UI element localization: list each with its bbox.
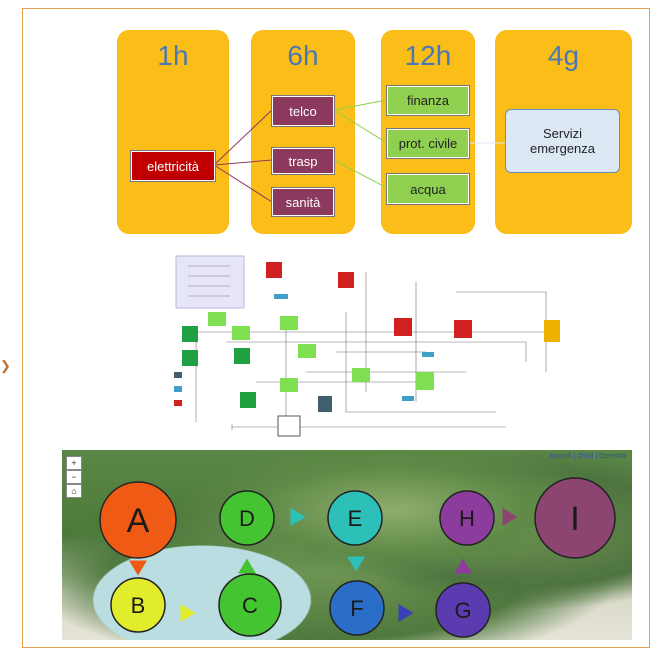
slide-frame bbox=[22, 8, 650, 648]
connector-line bbox=[213, 159, 273, 166]
map-node-i[interactable] bbox=[534, 477, 616, 559]
zoom-in-button[interactable]: + bbox=[66, 456, 82, 470]
node-finanza: finanza bbox=[387, 86, 469, 115]
flow-arrow-icon bbox=[238, 558, 256, 574]
flow-arrow-icon bbox=[398, 604, 414, 622]
flow-arrow-icon bbox=[290, 508, 306, 526]
simulation-schematic bbox=[174, 255, 560, 437]
connector-line bbox=[333, 109, 388, 144]
node-servizi-emergenza: Servizi emergenza bbox=[505, 109, 620, 173]
connector-line bbox=[333, 159, 388, 189]
node-acqua: acqua bbox=[387, 174, 469, 204]
node-prot-civile: prot. civile bbox=[387, 129, 469, 158]
flow-arrow-icon bbox=[347, 556, 365, 572]
connector-line bbox=[213, 109, 273, 166]
column-header: 4g bbox=[547, 40, 580, 71]
map-node-f[interactable] bbox=[329, 580, 385, 636]
map-node-label: F bbox=[350, 596, 363, 621]
connector-line bbox=[333, 99, 388, 111]
map-node-a[interactable] bbox=[99, 481, 177, 559]
column-1h: 1h bbox=[117, 30, 229, 234]
zoom-out-button[interactable]: − bbox=[66, 470, 82, 484]
map-node-g[interactable] bbox=[435, 582, 491, 638]
map-node-label: E bbox=[348, 506, 363, 531]
flow-arrow-icon bbox=[129, 560, 147, 576]
map-node-h[interactable] bbox=[439, 490, 495, 546]
column-header: 12h bbox=[404, 40, 452, 71]
map-node-label: G bbox=[454, 598, 471, 623]
map-node-label: B bbox=[131, 593, 146, 618]
flow-arrow-icon bbox=[454, 558, 472, 574]
node-telco: telco bbox=[272, 96, 334, 126]
map-node-label: I bbox=[570, 500, 579, 538]
map-node-d[interactable] bbox=[219, 490, 275, 546]
nav-arrow-icon[interactable]: ❯ bbox=[0, 358, 11, 373]
home-button[interactable]: ⌂ bbox=[66, 484, 82, 498]
flow-arrow-icon bbox=[180, 604, 196, 622]
flow-arrow-icon bbox=[502, 508, 518, 526]
node-trasp: trasp bbox=[272, 148, 334, 174]
map-node-label: D bbox=[239, 506, 255, 531]
map-credit[interactable]: Mapnik | OSM | OpenMa bbox=[549, 453, 626, 460]
map-node-label: C bbox=[242, 593, 258, 618]
map-node-e[interactable] bbox=[327, 490, 383, 546]
column-header: 1h bbox=[157, 40, 189, 71]
node-sanita: sanità bbox=[272, 188, 334, 216]
schematic-blocks bbox=[174, 262, 560, 437]
node-elettricita: elettricità bbox=[131, 151, 215, 181]
column-header: 6h bbox=[287, 40, 319, 71]
legend-panel bbox=[175, 255, 245, 309]
connector-line bbox=[213, 164, 273, 203]
map-node-label: A bbox=[127, 502, 150, 540]
map-node-b[interactable] bbox=[110, 577, 166, 633]
map-node-label: H bbox=[459, 506, 475, 531]
map-node-c[interactable] bbox=[218, 573, 282, 637]
